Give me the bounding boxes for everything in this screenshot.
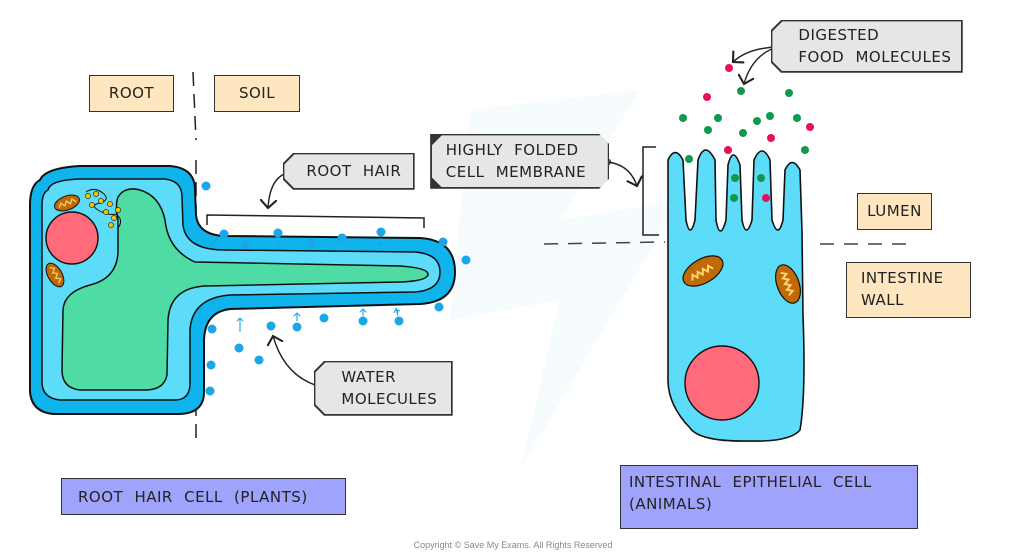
lumen-label: LUMEN [857,193,932,230]
digested-food-line1: DIGESTED [798,26,880,45]
root-hair-cell [29,165,457,415]
water-molecules [201,181,471,396]
intestine-wall-line1: INTESTINE [861,269,944,287]
epithelial-cell [667,149,805,442]
endoplasmic-reticulum [85,188,122,229]
epithelial-title-line1: INTESTINAL EPITHELIAL CELL [629,473,872,491]
root-hair-tag: ROOT HAIR [283,153,415,190]
root-hair-label: ROOT HAIR [284,154,413,188]
highly-folded-line2: CELL MEMBRANE [445,163,586,182]
digested-food-line2: FOOD MOLECULES [798,48,952,67]
epithelial-title-line2: (ANIMALS) [629,495,713,513]
highly-folded-line1: HIGHLY FOLDED [445,141,579,160]
root-hair-bracket [206,214,425,228]
water-molecules-tag: WATER MOLECULES [314,361,453,416]
food-molecules-magenta [703,64,814,202]
digested-food-label: DIGESTED FOOD MOLECULES [772,21,961,71]
folded-membrane-bracket [642,146,659,236]
intestine-wall-label: INTESTINE WALL [846,262,971,318]
nucleus [45,211,99,265]
lumen-wall-boundary [543,241,915,245]
water-molecules-label: WATER MOLECULES [315,362,451,414]
highly-folded-tag: HIGHLY FOLDED CELL MEMBRANE [430,134,609,189]
food-molecules-green [679,87,809,202]
root-hair-cell-title: ROOT HAIR CELL (PLANTS) [61,478,346,515]
intestine-wall-line2: WALL [861,291,904,309]
copyright-notice: Copyright © Save My Exams. All Rights Re… [413,540,613,550]
digested-food-tag: DIGESTED FOOD MOLECULES [771,20,963,73]
epithelial-cell-title: INTESTINAL EPITHELIAL CELL (ANIMALS) [620,465,918,529]
water-uptake-arrows [211,237,439,332]
mitochondrion [54,194,80,212]
nucleus [684,345,760,421]
root-label: ROOT [89,75,174,112]
vacuole [61,188,429,391]
water-molecules-line1: WATER [341,368,397,387]
water-molecules-line2: MOLECULES [341,390,438,409]
highly-folded-label: HIGHLY FOLDED CELL MEMBRANE [431,135,607,187]
folded-membrane-pointer [607,161,637,186]
soil-label: SOIL [214,75,300,112]
